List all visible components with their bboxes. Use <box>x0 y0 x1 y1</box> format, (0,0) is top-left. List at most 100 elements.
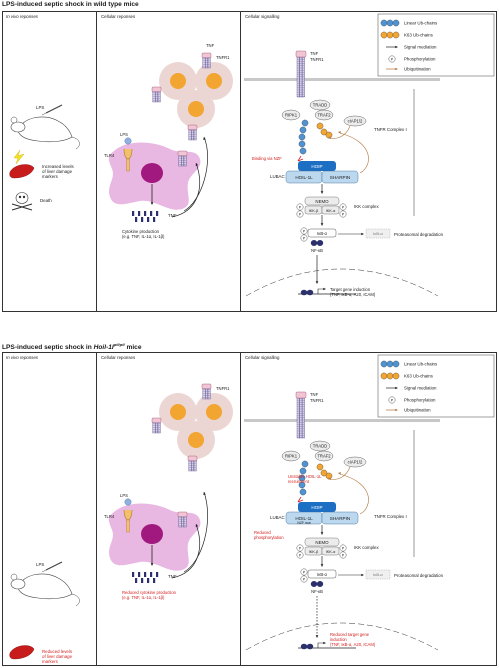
tnf-receptor-left-ligand <box>151 417 162 424</box>
membrane <box>244 78 440 81</box>
panel-2-title-text: LPS-induced septic shock in <box>2 344 94 352</box>
cytokine-7 <box>147 578 150 583</box>
ciap-protein <box>343 456 367 468</box>
tnf-receptor-left-receptor-chain-0 <box>152 422 156 434</box>
ikk-p-right-2-label: P <box>342 212 345 216</box>
lubac-ub-arrow <box>339 473 369 515</box>
cytokine-text-line-0: Cytokine production <box>122 229 160 234</box>
ikba-p-2-label: P <box>303 577 306 581</box>
ikk-ikb-arrowhead <box>320 223 324 226</box>
tss-arrow <box>317 288 324 294</box>
tnf-receptor-left-receptor-chain-1 <box>155 422 158 434</box>
outcome-text-line-0: Death <box>40 198 52 203</box>
legend-linear-label: Linear Ub-chains <box>404 21 438 26</box>
macrophage-tnf-receptor-receptor-chain-0 <box>178 516 182 528</box>
nfkb-subunit-1 <box>310 240 318 246</box>
tlr4-stem <box>126 158 130 172</box>
annotation-text-line-0: Binding via NZF <box>252 156 282 161</box>
cytokine-4 <box>156 211 159 216</box>
panel-2-signalling-heading: Cellular signalling <box>245 355 280 360</box>
degradation-arrowhead <box>361 232 364 236</box>
ikba-label: IκB-α <box>317 231 327 236</box>
tnf-top-label: TNF <box>206 43 215 48</box>
macrophage-tnf-receptor <box>177 150 188 167</box>
cytokine-4 <box>156 572 159 577</box>
sig-tnfr1-label: TNFR1 <box>310 398 324 403</box>
panel-2-frame: In vivo reponses Cellular reponses Cellu… <box>2 352 497 666</box>
liver-text-line-1: of liver damage <box>42 654 73 659</box>
tnf-ligand <box>295 391 307 399</box>
hoip-label: HOIP <box>311 164 322 169</box>
tnfr1-complex-chain-1 <box>299 56 303 98</box>
liver-text-line-0: Increased levels <box>42 164 75 169</box>
tnf-cell-nucleus-2 <box>188 432 204 448</box>
cytokine-text-line-0: Reduced cytokine production <box>122 590 177 595</box>
cytokine-8 <box>153 217 156 222</box>
sharpin-label: SHARPIN <box>330 175 350 180</box>
nemo-box <box>304 196 340 206</box>
syringe-needle <box>41 569 47 573</box>
cytokine-1 <box>138 211 141 216</box>
tnf-receptor-left-ligand <box>151 86 162 93</box>
legend-linear-ub-2 <box>392 360 400 368</box>
target-text-line-2: (TNF, IκB-α, A20, ICAM) <box>330 642 376 647</box>
tss-arrowhead <box>323 287 326 291</box>
lubac-label: LUBAC <box>270 515 285 520</box>
lubac-ub-arrow <box>339 132 369 174</box>
ikba-label: IκB-α <box>317 572 327 577</box>
panel-1-signalling-heading: Cellular signalling <box>245 14 280 19</box>
tradd-protein <box>309 440 331 452</box>
tnf-receptor-top-receptor-chain-2 <box>207 388 211 400</box>
paracrine-arrowhead <box>195 524 199 527</box>
syringe-icon <box>45 561 63 571</box>
cytokine-text-line-1: (e.g. TNF, IL-1α, IL-1β) <box>122 595 165 600</box>
cytokine-0 <box>132 572 135 577</box>
nemo-label: NEMO <box>315 540 329 545</box>
tnf-receptor-top-receptor <box>202 388 211 400</box>
tnfr1-complex-chain-1 <box>299 397 303 439</box>
tnf-receptor-left-receptor-chain-0 <box>152 91 156 103</box>
nfkb-subunit-2 <box>316 581 324 587</box>
tradd-protein-label: TRADD <box>313 103 327 108</box>
mouse-ear <box>10 573 18 581</box>
panel-2-title-allele: ptl/ptl <box>113 342 125 347</box>
ripk1-linear-ub-0 <box>301 119 309 127</box>
k63-ub-1 <box>320 469 328 477</box>
tnf-receptor-top-receptor-chain-0 <box>202 388 206 400</box>
legend-k63-label: K63 Ub-chains <box>404 374 434 379</box>
nuclear-membrane <box>245 268 439 297</box>
target-text-line-0: Target gene induction <box>330 287 371 292</box>
lps-molecule <box>124 498 132 506</box>
ripk1-linear-ub-0 <box>301 460 309 468</box>
sharpin-box <box>321 170 359 184</box>
tnf-receptor-bottom-receptor-chain-0 <box>188 129 192 141</box>
ikk-p-right <box>339 203 347 211</box>
macrophage-tnf-receptor-receptor-chain-2 <box>183 155 187 167</box>
tss-arrow <box>317 642 324 648</box>
paracrine-arrowhead <box>195 163 199 166</box>
tnf-receptor-bottom-ligand <box>187 124 198 131</box>
cytokine-2 <box>144 211 147 216</box>
cell-lps-label: LPS <box>120 493 128 498</box>
proteasomal-label: Proteasomal degradation <box>394 573 444 578</box>
ripk1-protein <box>281 109 301 121</box>
lps-molecule <box>124 137 132 145</box>
tradd-protein-label: TRADD <box>313 444 327 449</box>
macrophage-tnf-receptor-ligand <box>177 511 188 518</box>
nzf-binding-mark <box>297 155 304 162</box>
ikkb-label: IKK-β <box>309 550 319 554</box>
target-text-line-1: induction <box>330 637 347 642</box>
sig-tnf-label: TNF <box>310 392 319 397</box>
ikba-p-1 <box>300 227 308 235</box>
traf2-protein <box>314 450 334 462</box>
tnf-receptor-left <box>151 86 162 103</box>
cytokine-6 <box>141 578 144 583</box>
dna-nfkb-1 <box>300 643 308 650</box>
ikk-p-right-label: P <box>342 205 345 209</box>
ciap-protein <box>343 115 367 127</box>
ikba-p-2 <box>300 575 308 583</box>
translocation-arrowhead <box>315 635 319 638</box>
ciap-protein-label: cIAP1/2 <box>348 460 363 465</box>
